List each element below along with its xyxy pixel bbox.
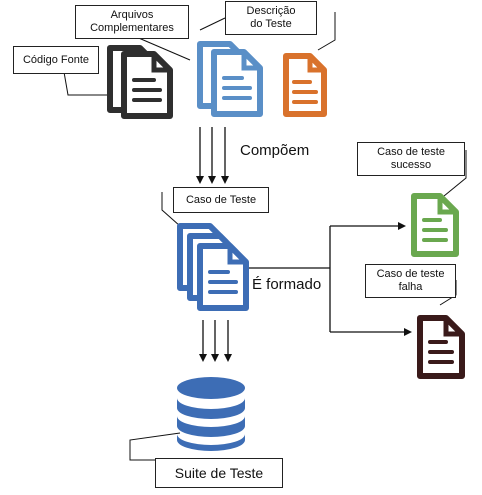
callout-caso-sucesso: Caso de teste sucesso xyxy=(357,142,465,176)
leader-arquivos xyxy=(133,35,191,61)
arquivos-complementares-label: Arquivos Complementares xyxy=(90,9,174,34)
leader-descricao-right xyxy=(317,12,336,51)
suite-de-teste-label: Suite de Teste xyxy=(174,464,264,481)
callout-caso-de-teste: Caso de Teste xyxy=(173,187,269,213)
database-icon xyxy=(177,377,245,451)
arrows-compoem xyxy=(196,127,229,184)
caso-sucesso-label: Caso de teste sucesso xyxy=(377,146,445,171)
callout-codigo-fonte: Código Fonte xyxy=(13,46,99,74)
leader-sucesso xyxy=(443,150,467,197)
leader-caso-teste xyxy=(161,192,181,227)
descricao-teste-label: Descrição do Teste xyxy=(246,5,296,30)
failure-document-icon xyxy=(417,315,465,379)
codigo-fonte-label: Código Fonte xyxy=(22,53,90,66)
complementary-files-icon xyxy=(197,41,263,117)
leader-falha xyxy=(439,280,457,306)
callout-arquivos-complementares: Arquivos Complementares xyxy=(75,5,189,39)
compoem-label: Compõem xyxy=(240,142,310,159)
description-document-icon xyxy=(283,53,327,117)
test-case-documents-icon xyxy=(177,223,249,311)
caso-de-teste-label: Caso de Teste xyxy=(185,193,257,206)
code-document-icon xyxy=(107,45,173,119)
leader-codigo-fonte xyxy=(63,71,110,96)
success-document-icon xyxy=(411,193,459,257)
leader-descricao xyxy=(199,17,226,31)
caso-falha-label: Caso de teste falha xyxy=(376,268,445,293)
callout-leaders xyxy=(63,12,467,461)
e-formado-label: É formado xyxy=(252,276,322,293)
callout-caso-falha: Caso de teste falha xyxy=(365,264,456,298)
leader-suite xyxy=(129,432,181,461)
arrows-e-formado xyxy=(246,222,412,336)
arrows-to-suite xyxy=(199,320,232,362)
callout-suite-de-teste: Suite de Teste xyxy=(155,458,283,488)
callout-descricao-teste: Descrição do Teste xyxy=(225,1,317,35)
